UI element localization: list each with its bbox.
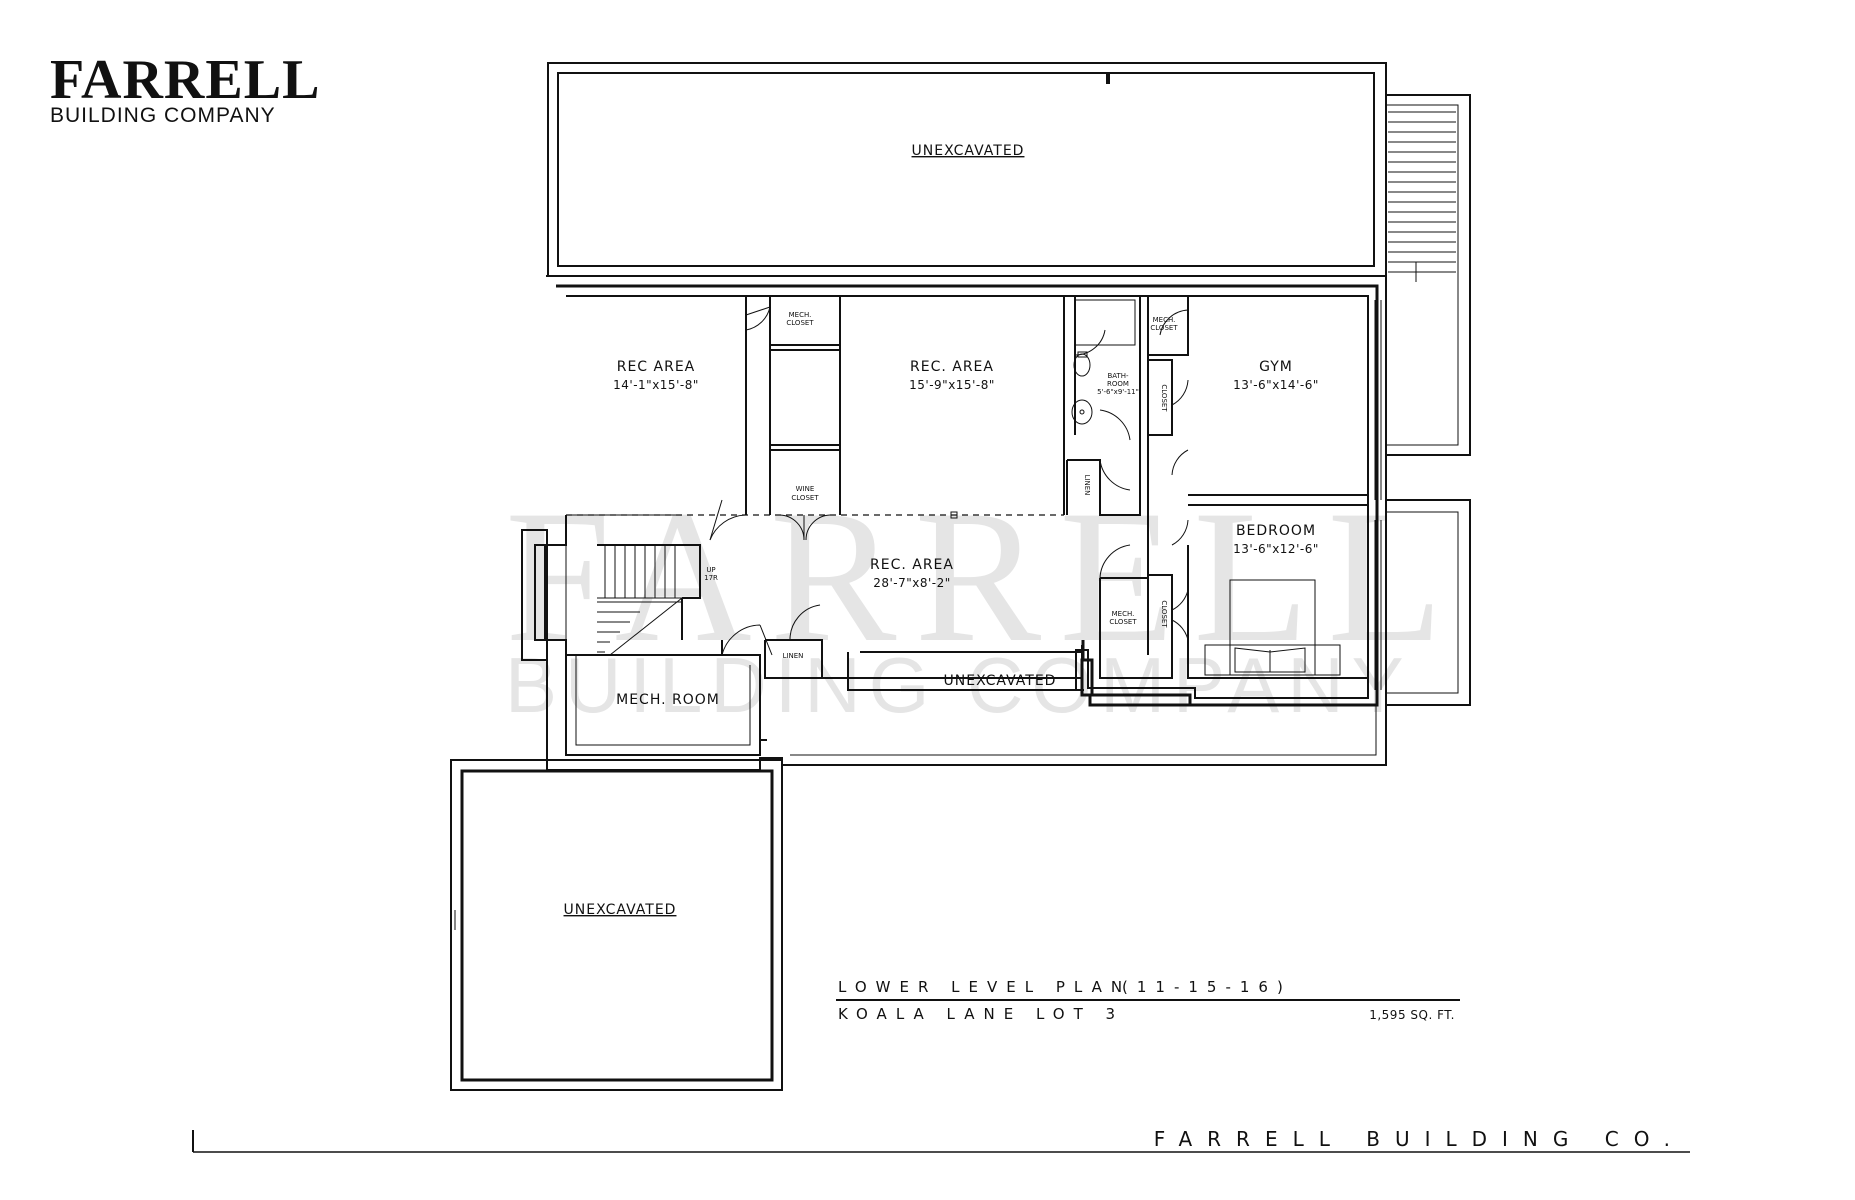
label-mech-closet-1-line1: MECH.	[789, 311, 812, 319]
label-closet-1: CLOSET	[1160, 384, 1168, 412]
plan-title-date: (11-15-16)	[1122, 978, 1292, 996]
label-bathroom-line2: ROOM	[1107, 380, 1129, 388]
room-label-rec-area-left: REC AREA	[617, 359, 696, 375]
brand-subtitle: BUILDING COMPANY	[50, 104, 276, 127]
room-dims-rec-area-center: 15'-9"x15'-8"	[909, 378, 995, 392]
label-mech-closet-1-line2: CLOSET	[786, 319, 814, 327]
room-label-mech-room: MECH. ROOM	[616, 692, 720, 708]
label-bathroom-dims: 5'-6"x9'-11"	[1097, 388, 1139, 396]
unexcavated-mid-outline	[782, 700, 1387, 766]
footer-company: FARRELL BUILDING CO.	[1154, 1127, 1685, 1151]
bathroom-fixtures	[1071, 299, 1136, 425]
plan-sqft: 1,595 SQ. FT.	[1369, 1008, 1455, 1022]
room-dims-bedroom: 13'-6"x12'-6"	[1233, 542, 1319, 556]
room-dims-gym: 13'-6"x14'-6"	[1233, 378, 1319, 392]
bed-furniture	[1204, 579, 1341, 676]
interior-stair	[597, 545, 683, 656]
label-mech-closet-2-line1: MECH.	[1153, 316, 1176, 324]
room-label-gym: GYM	[1259, 359, 1293, 375]
unexcavated-bottom-outline	[450, 759, 783, 1091]
exterior-stair	[1386, 94, 1471, 456]
label-wine-closet-line2: CLOSET	[791, 494, 819, 502]
room-label-unexcavated-mid: UNEXCAVATED	[944, 673, 1057, 689]
room-label-bedroom: BEDROOM	[1236, 523, 1316, 539]
exterior-deck	[1386, 499, 1471, 706]
label-wine-closet-line1: WINE	[796, 485, 815, 493]
room-label-rec-area-main: REC. AREA	[870, 557, 954, 573]
label-linen-2: LINEN	[783, 652, 804, 660]
room-label-unexcavated-top: UNEXCAVATED	[912, 143, 1025, 159]
room-dims-rec-area-left: 14'-1"x15'-8"	[613, 378, 699, 392]
label-stair-up: UP	[706, 566, 715, 574]
label-mech-closet-3-line2: CLOSET	[1109, 618, 1137, 626]
plan-title-line1: LOWER LEVEL PLAN	[838, 978, 1131, 996]
room-dims-rec-area-main: 28'-7"x8'-2"	[873, 576, 951, 590]
brand-logo: FARRELL	[50, 49, 320, 111]
watermark-main: FARRELL	[505, 472, 1461, 682]
label-mech-closet-3-line1: MECH.	[1112, 610, 1135, 618]
unexcavated-top-outline	[547, 62, 1387, 277]
room-label-unexcavated-bottom: UNEXCAVATED	[564, 902, 677, 918]
label-linen-1: LINEN	[1083, 475, 1091, 496]
room-label-rec-area-center: REC. AREA	[910, 359, 994, 375]
label-mech-closet-2-line2: CLOSET	[1150, 324, 1178, 332]
label-stair-risers: 17R	[704, 574, 718, 582]
label-closet-2: CLOSET	[1160, 600, 1168, 628]
interior-walls	[534, 295, 1382, 756]
plan-title-line2: KOALA LANE LOT 3	[838, 1005, 1124, 1023]
label-bathroom-line1: BATH-	[1107, 372, 1129, 380]
